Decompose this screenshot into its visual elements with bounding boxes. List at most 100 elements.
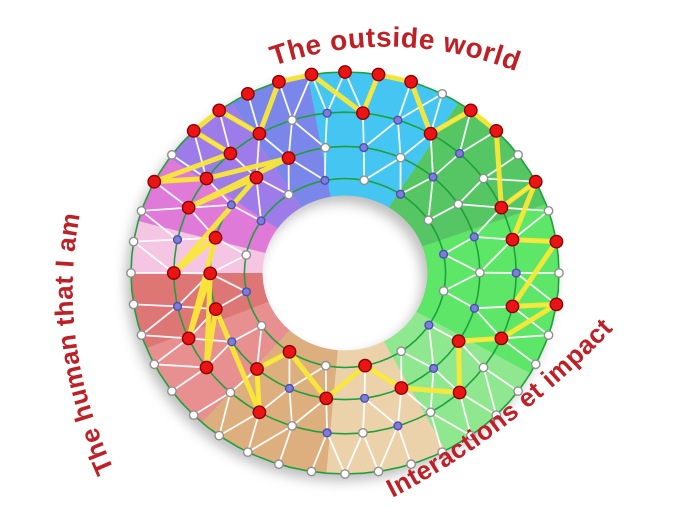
node-ring0-14[interactable] (513, 386, 523, 396)
node-ring0-22[interactable] (273, 459, 284, 470)
node-ring3-9-highlighted[interactable] (282, 344, 297, 359)
node-ring0-33-highlighted[interactable] (147, 174, 162, 189)
node-ring2-15-highlighted[interactable] (208, 302, 223, 316)
node-ring1-26-highlighted[interactable] (223, 146, 238, 161)
node-ring2-12[interactable] (284, 383, 295, 394)
node-ring1-21[interactable] (172, 301, 183, 312)
node-ring0-21[interactable] (306, 466, 317, 477)
node-ring2-2[interactable] (428, 172, 438, 182)
node-ring2-18[interactable] (226, 200, 237, 210)
node-ring0-5-highlighted[interactable] (489, 123, 504, 138)
node-ring0-19[interactable] (373, 466, 384, 477)
node-ring3-12[interactable] (241, 250, 252, 260)
node-ring0-26[interactable] (166, 386, 177, 396)
node-ring2-10[interactable] (360, 393, 370, 403)
node-ring3-14[interactable] (283, 189, 294, 200)
node-ring1-4[interactable] (478, 173, 489, 184)
node-ring3-1[interactable] (395, 189, 406, 199)
node-ring0-39-highlighted[interactable] (304, 67, 319, 82)
node-ring0-4-highlighted[interactable] (463, 103, 478, 118)
node-ring1-13[interactable] (393, 421, 403, 431)
node-ring0-9-highlighted[interactable] (549, 234, 564, 249)
node-ring2-11-highlighted[interactable] (319, 391, 334, 406)
node-ring2-21[interactable] (320, 142, 331, 153)
node-ring2-17-highlighted[interactable] (208, 230, 223, 245)
node-ring0-25[interactable] (188, 410, 199, 420)
node-ring1-9-highlighted[interactable] (494, 331, 509, 346)
node-ring1-23[interactable] (172, 235, 183, 245)
node-ring0-10[interactable] (554, 268, 564, 278)
node-ring0-36-highlighted[interactable] (212, 103, 227, 118)
node-ring0-3[interactable] (437, 89, 448, 99)
node-ring0-35-highlighted[interactable] (186, 123, 201, 138)
node-ring0-1-highlighted[interactable] (371, 67, 386, 82)
node-ring2-14[interactable] (227, 337, 237, 347)
node-ring3-13[interactable] (256, 216, 266, 226)
node-ring2-8[interactable] (429, 363, 439, 374)
node-ring2-4[interactable] (469, 232, 479, 242)
node-ring1-3[interactable] (455, 148, 465, 159)
node-ring0-27[interactable] (149, 359, 160, 370)
node-ring2-19-highlighted[interactable] (249, 170, 264, 185)
node-ring1-6-highlighted[interactable] (505, 232, 520, 247)
node-ring1-14[interactable] (357, 427, 368, 438)
node-ring1-22-highlighted[interactable] (166, 266, 181, 280)
node-ring2-16-highlighted[interactable] (203, 266, 218, 281)
node-ring3-4[interactable] (438, 286, 449, 296)
node-ring1-10[interactable] (478, 362, 489, 373)
node-ring1-27-highlighted[interactable] (252, 126, 267, 141)
node-ring0-28[interactable] (136, 330, 147, 340)
node-ring1-17-highlighted[interactable] (252, 405, 267, 420)
node-ring2-20-highlighted[interactable] (281, 151, 296, 165)
node-ring3-10[interactable] (256, 320, 267, 331)
node-ring1-1[interactable] (393, 115, 403, 125)
node-ring1-18[interactable] (225, 387, 236, 398)
sector-green-bright[interactable] (416, 204, 559, 374)
node-ring0-38-highlighted[interactable] (271, 74, 286, 89)
node-ring0-13[interactable] (530, 359, 541, 370)
node-ring1-11-highlighted[interactable] (452, 385, 467, 400)
node-ring1-25-highlighted[interactable] (199, 171, 214, 186)
node-ring0-20[interactable] (340, 469, 350, 479)
node-ring2-0[interactable] (359, 143, 369, 153)
node-ring0-12[interactable] (543, 330, 554, 340)
node-ring0-29[interactable] (128, 299, 139, 310)
node-ring3-7-highlighted[interactable] (358, 358, 372, 373)
node-ring1-8-highlighted[interactable] (505, 299, 520, 314)
node-ring1-15[interactable] (322, 428, 332, 438)
node-ring2-9-highlighted[interactable] (394, 381, 409, 395)
node-ring3-5[interactable] (424, 320, 434, 330)
node-ring0-32[interactable] (136, 205, 147, 216)
node-ring2-3[interactable] (453, 199, 464, 210)
node-ring2-7-highlighted[interactable] (451, 334, 466, 348)
node-ring0-16[interactable] (465, 430, 476, 441)
node-ring3-15[interactable] (320, 175, 330, 186)
node-ring0-0-highlighted[interactable] (338, 65, 352, 79)
node-ring3-0[interactable] (359, 175, 370, 186)
node-ring0-37-highlighted[interactable] (240, 87, 255, 101)
node-ring0-23[interactable] (242, 447, 253, 457)
node-ring1-20-highlighted[interactable] (181, 331, 196, 346)
node-ring2-1[interactable] (395, 152, 406, 163)
node-ring0-18[interactable] (406, 459, 416, 470)
sector-indigo[interactable] (231, 75, 331, 208)
node-ring1-29[interactable] (322, 108, 332, 118)
node-ring0-30[interactable] (126, 268, 136, 278)
sector-red-light[interactable] (146, 302, 290, 423)
node-ring1-16[interactable] (287, 420, 297, 431)
node-ring1-12[interactable] (425, 407, 436, 418)
node-ring1-5-highlighted[interactable] (494, 200, 509, 215)
node-ring1-28[interactable] (287, 115, 297, 126)
node-ring1-19-highlighted[interactable] (199, 360, 214, 375)
node-ring0-2-highlighted[interactable] (404, 74, 418, 89)
node-ring3-6[interactable] (396, 346, 407, 357)
node-ring3-11[interactable] (241, 287, 252, 297)
node-ring0-11-highlighted[interactable] (549, 297, 564, 312)
node-ring1-7[interactable] (511, 268, 521, 278)
node-ring3-8[interactable] (320, 360, 331, 371)
node-ring0-7-highlighted[interactable] (528, 174, 543, 189)
node-ring1-2-highlighted[interactable] (423, 126, 438, 141)
node-ring0-15[interactable] (491, 410, 502, 420)
node-ring2-5[interactable] (474, 267, 485, 278)
node-ring3-3[interactable] (439, 249, 449, 259)
